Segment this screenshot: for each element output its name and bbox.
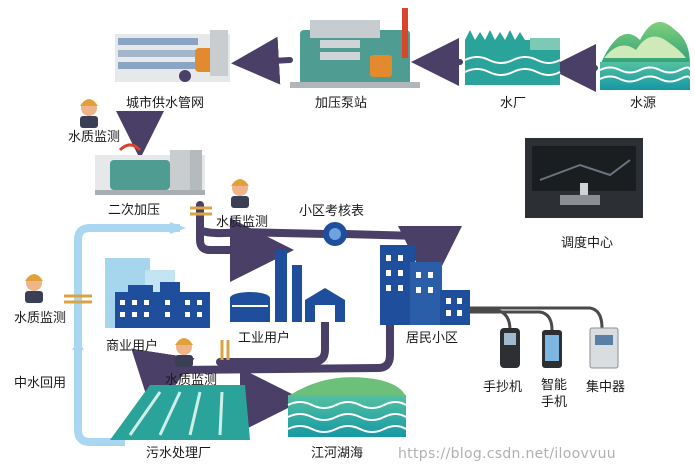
- industrial-buildings-icon: [230, 250, 345, 322]
- label-rivers-lakes-seas: 江河湖海: [311, 446, 364, 461]
- label-quality-monitor-left: 水质监测: [14, 311, 67, 326]
- label-smart-phone-line1: 智能: [541, 378, 568, 393]
- worker-icon: [25, 274, 43, 303]
- label-sewage-plant: 污水处理厂: [146, 446, 212, 461]
- label-secondary-pressurization: 二次加压: [108, 203, 161, 218]
- dispatch-center-icon: [525, 138, 643, 218]
- district-meter-icon: [323, 222, 347, 246]
- commercial-buildings-icon: [105, 258, 210, 328]
- worker-icon: [175, 338, 193, 367]
- label-water-plant: 水厂: [500, 96, 527, 111]
- label-quality-monitor-1: 水质监测: [68, 130, 121, 145]
- secondary-pressurization-icon: [95, 143, 205, 195]
- label-residential-area: 居民小区: [406, 331, 459, 346]
- watermark: https://blog.csdn.net/iloovvuu: [398, 446, 616, 462]
- label-district-meter: 小区考核表: [299, 204, 365, 219]
- label-concentrator: 集中器: [586, 380, 626, 395]
- water-plant-icon: [464, 30, 561, 85]
- smart-phone-icon: [542, 330, 562, 368]
- rivers-lakes-icon: [287, 377, 407, 437]
- top-chain-arrows: [116, 36, 598, 159]
- label-quality-monitor-3: 水质监测: [165, 373, 218, 388]
- label-industrial-users: 工业用户: [238, 331, 291, 346]
- valve-marks: [64, 206, 230, 360]
- label-commercial-users: 商业用户: [106, 339, 159, 354]
- reclaimed-water-pipe: [72, 222, 186, 446]
- worker-icons: [25, 99, 249, 367]
- main-supply-pipes: [131, 201, 462, 432]
- concentrator-icon: [589, 327, 619, 369]
- label-quality-monitor-2: 水质监测: [216, 215, 269, 230]
- label-water-source: 水源: [630, 96, 657, 111]
- label-city-pipe-network: 城市供水管网: [126, 96, 205, 111]
- residential-buildings-icon: [380, 245, 470, 325]
- label-dispatch-center: 调度中心: [561, 236, 614, 251]
- label-reclaimed-water-reuse: 中水回用: [14, 376, 67, 391]
- pump-station-icon: [290, 8, 420, 88]
- city-pipe-network-icon: [115, 30, 230, 82]
- sewage-plant-icon: [110, 385, 250, 440]
- worker-icon: [231, 179, 249, 208]
- handheld-reader-icon: [500, 328, 520, 368]
- meter-reading-links: [470, 306, 604, 331]
- worker-icon: [80, 99, 98, 128]
- label-pump-station: 加压泵站: [315, 96, 368, 111]
- label-handheld-reader: 手抄机: [483, 380, 523, 395]
- water-source-icon: [599, 22, 691, 90]
- label-smart-phone-line2: 手机: [541, 395, 568, 410]
